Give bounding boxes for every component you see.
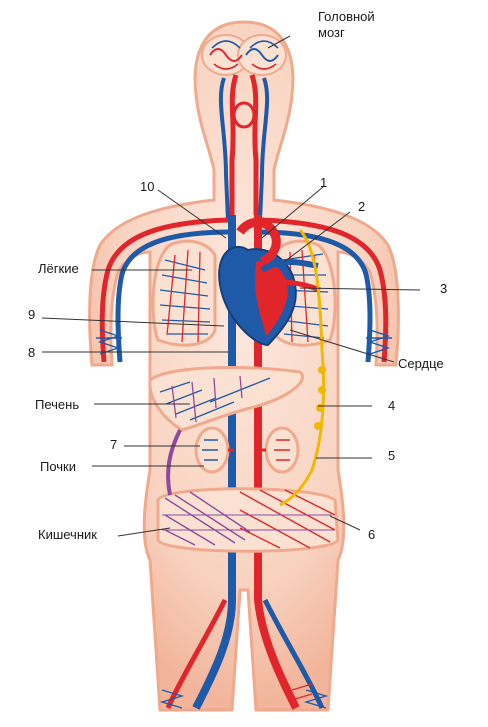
label-brain-line1: Головной: [318, 9, 375, 24]
liver: [148, 365, 304, 432]
label-kidneys: Почки: [40, 459, 77, 474]
number-5: 5: [388, 448, 396, 463]
number-7: 7: [110, 437, 118, 452]
number-9: 9: [28, 307, 36, 322]
number-10: 10: [140, 179, 155, 194]
neck-vessels: [218, 74, 270, 221]
arm-vessels: [96, 217, 392, 363]
number-1: 1: [320, 175, 328, 190]
number-3: 3: [440, 281, 448, 296]
label-intestine: Кишечник: [38, 527, 97, 542]
trunk-vessels: [159, 215, 329, 710]
label-heart: Сердце: [398, 356, 444, 371]
leader-lines: [41, 35, 421, 537]
number-4: 4: [388, 398, 396, 413]
heart: [218, 217, 321, 347]
kidneys: [194, 426, 300, 474]
portal-vein: [166, 429, 182, 496]
number-6: 6: [368, 527, 376, 542]
lymph-duct: [279, 228, 326, 507]
label-lungs: Лёгкие: [38, 261, 79, 276]
brain: [201, 34, 287, 76]
intestine: [156, 487, 340, 553]
number-2: 2: [358, 199, 366, 214]
label-brain-line2: мозг: [318, 25, 345, 40]
label-liver: Печень: [35, 397, 80, 412]
body-silhouette: [88, 20, 400, 712]
number-8: 8: [28, 345, 36, 360]
